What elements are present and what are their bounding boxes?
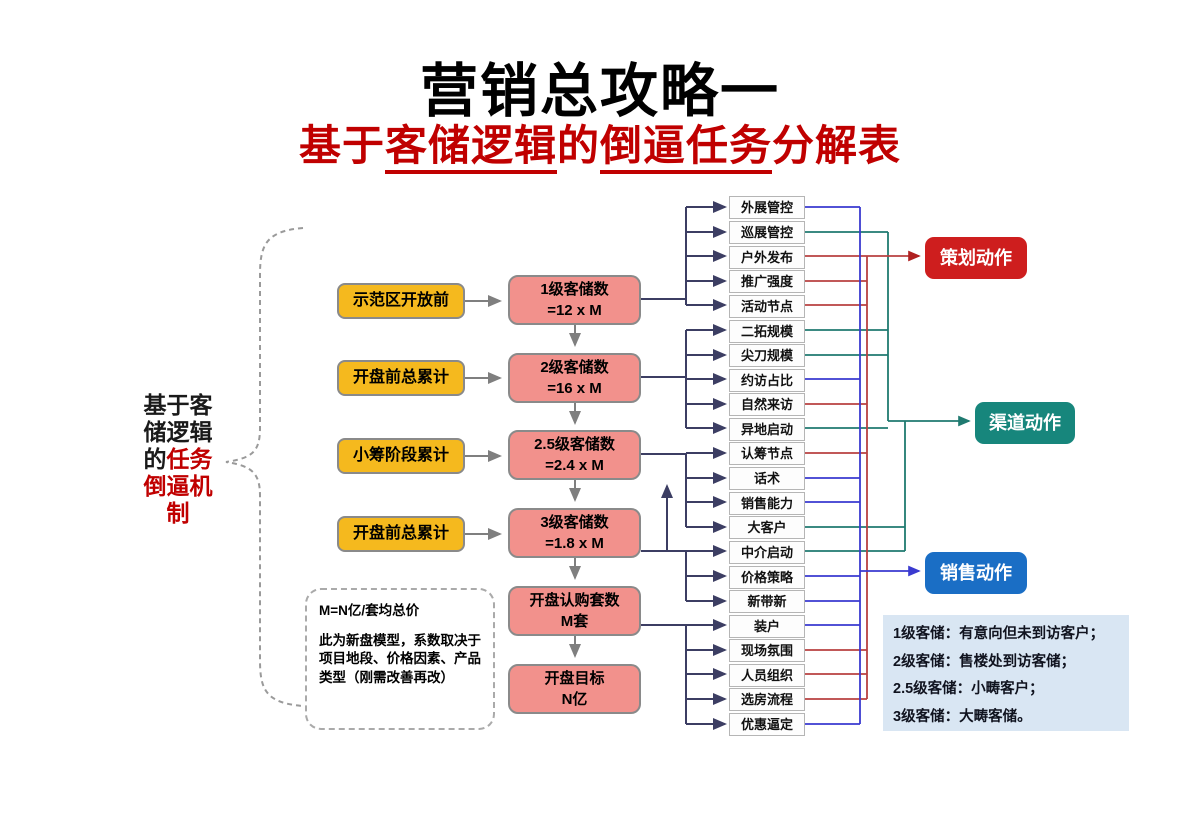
task-box: 外展管控 (729, 196, 805, 219)
subtitle-part: 分解表 (772, 122, 902, 169)
kpi-box: 开盘认购套数 M套 (508, 586, 641, 636)
model-note-desc: 此为新盘模型，系数取决于项目地段、价格因素、产品类型（刚需改善再改） (319, 633, 481, 685)
kpi-line1: 开盘认购套数 (529, 592, 620, 609)
task-box: 约访占比 (729, 369, 805, 392)
model-note-formula: M=N亿/套均总价 (319, 603, 420, 618)
task-box: 异地启动 (729, 418, 805, 441)
kpi-line2: =16 x M (547, 380, 602, 397)
action-planning: 策划动作 (925, 237, 1027, 279)
task-box: 尖刀规模 (729, 344, 805, 367)
action-sales: 销售动作 (925, 552, 1027, 594)
task-box: 活动节点 (729, 295, 805, 318)
task-box: 巡展管控 (729, 221, 805, 244)
kpi-box: 开盘目标 N亿 (508, 664, 641, 714)
navy-branches (641, 201, 727, 730)
page-subtitle: 基于客储逻辑的倒逼任务分解表 (0, 112, 1200, 174)
kpi-line2: N亿 (561, 691, 588, 708)
task-box: 装户 (729, 615, 805, 638)
task-box: 认筹节点 (729, 442, 805, 465)
task-box: 选房流程 (729, 688, 805, 711)
subtitle-part: 的 (556, 122, 600, 169)
task-box: 新带新 (729, 590, 805, 613)
task-box: 二拓规模 (729, 320, 805, 343)
task-box: 销售能力 (729, 492, 805, 515)
mechanism-label-red: 任务倒逼机制 (143, 445, 213, 526)
legend-line: 2级客储：售楼处到访客储； (893, 653, 1076, 670)
stage-box: 开盘前总累计 (337, 516, 465, 552)
stage-box: 示范区开放前 (337, 283, 465, 319)
task-box: 自然来访 (729, 393, 805, 416)
legend-line: 3级客储：大畴客储。 (893, 708, 1032, 725)
stage-box: 开盘前总累计 (337, 360, 465, 396)
task-box: 价格策略 (729, 566, 805, 589)
kpi-box: 3级客储数 =1.8 x M (508, 508, 641, 558)
model-note: M=N亿/套均总价 此为新盘模型，系数取决于项目地段、价格因素、产品类型（刚需改… (305, 588, 495, 730)
task-box: 人员组织 (729, 664, 805, 687)
kpi-line2: =2.4 x M (545, 457, 604, 474)
task-box: 中介启动 (729, 541, 805, 564)
subtitle-part-underlined: 倒逼任务 (600, 122, 773, 174)
gray-arrows (463, 295, 581, 658)
kpi-box: 2.5级客储数 =2.4 x M (508, 430, 641, 480)
subtitle-part: 基于 (298, 122, 385, 169)
page-title: 营销总攻略一 (419, 59, 780, 124)
kpi-line1: 1级客储数 (540, 281, 609, 298)
kpi-line1: 3级客储数 (540, 514, 609, 531)
task-box: 话术 (729, 467, 805, 490)
action-channel: 渠道动作 (975, 402, 1075, 444)
kpi-line2: =1.8 x M (545, 535, 604, 552)
kpi-box: 1级客储数 =12 x M (508, 275, 641, 325)
kpi-line1: 2级客储数 (540, 359, 609, 376)
kpi-line1: 开盘目标 (544, 670, 605, 687)
task-box: 户外发布 (729, 246, 805, 269)
task-box: 推广强度 (729, 270, 805, 293)
task-box: 优惠逼定 (729, 713, 805, 736)
dashed-brace (225, 227, 304, 707)
kpi-line2: =12 x M (547, 302, 602, 319)
task-box: 大客户 (729, 516, 805, 539)
subtitle-part-underlined: 客储逻辑 (384, 122, 557, 174)
legend-line: 2.5级客储：小畴客户； (893, 681, 1044, 698)
blue-routing (803, 206, 921, 725)
mechanism-label-black: 基于客储逻辑的 (143, 392, 213, 472)
kpi-line1: 2.5级客储数 (534, 436, 615, 453)
kpi-box: 2级客储数 =16 x M (508, 353, 641, 403)
legend-box: 1级客储：有意向但未到访客户； 2级客储：售楼处到访客储； 2.5级客储：小畴客… (883, 615, 1129, 731)
task-box: 现场氛围 (729, 639, 805, 662)
teal-routing (803, 231, 971, 552)
legend-line: 1级客储：有意向但未到访客户； (893, 626, 1105, 642)
stage-box: 小筹阶段累计 (337, 438, 465, 474)
red-routing (803, 250, 921, 700)
kpi-line2: M套 (560, 613, 589, 630)
mechanism-label: 基于客储逻辑的任务倒逼机制 (142, 392, 214, 527)
